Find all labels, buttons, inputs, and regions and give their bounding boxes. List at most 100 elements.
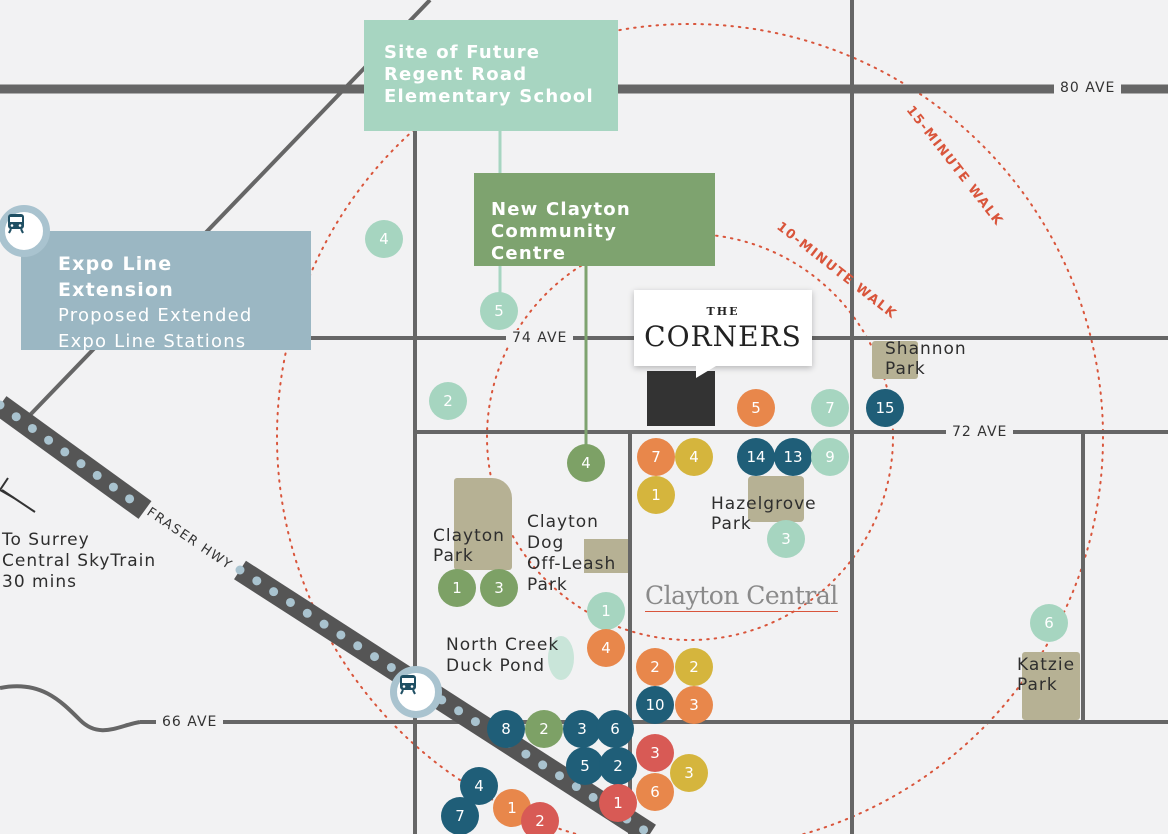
expo-line-box: Expo Line Extension Proposed Extended Ex… bbox=[21, 231, 311, 352]
brand-card-pointer bbox=[696, 366, 716, 378]
school-line-2: Regent Road bbox=[384, 64, 528, 85]
poi-marker[interactable]: 7 bbox=[637, 438, 675, 476]
katzie-park-area bbox=[1022, 652, 1080, 720]
poi-marker[interactable]: 4 bbox=[587, 629, 625, 667]
road-label-72-ave: 72 AVE bbox=[946, 424, 1014, 440]
expo-sub-1: Proposed Extended bbox=[58, 305, 253, 326]
poi-marker[interactable]: 4 bbox=[675, 438, 713, 476]
road-label-74-ave: 74 AVE bbox=[506, 330, 574, 346]
road-winding-west bbox=[0, 684, 141, 733]
community-centre-box: New Clayton Community Centre bbox=[474, 173, 715, 266]
poi-marker[interactable]: 4 bbox=[365, 220, 403, 258]
dog-park-line-2: Dog bbox=[527, 533, 565, 553]
poi-marker[interactable]: 6 bbox=[636, 773, 674, 811]
expo-station-marker-south[interactable] bbox=[390, 666, 442, 718]
poi-marker[interactable]: 10 bbox=[636, 686, 674, 724]
expo-sub-2: Expo Line Stations bbox=[58, 331, 247, 352]
road-label-66-ave: 66 AVE bbox=[156, 714, 224, 730]
duck-pond-line-2: Duck Pond bbox=[446, 656, 546, 676]
dog-park-area bbox=[584, 539, 628, 573]
clayton-park-label: Clayton Park bbox=[433, 526, 505, 566]
clayton-park-line-1: Clayton bbox=[433, 526, 505, 546]
expo-title: Expo Line Extension bbox=[58, 253, 174, 301]
fraser-hwy-north-segment bbox=[0, 396, 152, 519]
poi-marker[interactable]: 5 bbox=[480, 292, 518, 330]
poi-marker[interactable]: 1 bbox=[438, 569, 476, 607]
train-icon bbox=[8, 214, 24, 234]
skytrain-line-1: To Surrey bbox=[2, 530, 90, 550]
fifteen-minute-walk-label: 15-MINUTE WALK bbox=[903, 103, 1006, 229]
brand-the: THE bbox=[706, 305, 740, 318]
dog-park-label: Clayton Dog Off-Leash Park bbox=[527, 512, 616, 596]
katzie-line-2: Park bbox=[1017, 675, 1058, 695]
skytrain-line-2: Central SkyTrain bbox=[2, 551, 157, 571]
community-line-1: New Clayton bbox=[491, 199, 631, 220]
poi-marker[interactable]: 2 bbox=[599, 747, 637, 785]
poi-marker[interactable]: 3 bbox=[767, 520, 805, 558]
shannon-park-label: Shannon Park bbox=[885, 339, 967, 379]
the-corners-building bbox=[647, 371, 715, 426]
train-icon bbox=[400, 675, 416, 695]
poi-marker[interactable]: 8 bbox=[487, 710, 525, 748]
poi-marker[interactable]: 3 bbox=[675, 686, 713, 724]
clayton-park-line-2: Park bbox=[433, 546, 474, 566]
poi-marker[interactable]: 5 bbox=[737, 389, 775, 427]
poi-marker[interactable]: 1 bbox=[587, 592, 625, 630]
poi-marker[interactable]: 2 bbox=[636, 648, 674, 686]
skytrain-arrow-head bbox=[0, 477, 15, 499]
poi-marker[interactable]: 3 bbox=[480, 569, 518, 607]
dog-park-line-3: Off-Leash bbox=[527, 554, 617, 574]
road-label-80-ave: 80 AVE bbox=[1054, 80, 1122, 96]
brand-name: CORNERS bbox=[644, 320, 802, 353]
shannon-park-area bbox=[872, 341, 918, 379]
poi-marker[interactable]: 2 bbox=[521, 802, 559, 834]
poi-marker[interactable]: 3 bbox=[636, 734, 674, 772]
dog-park-line-4: Park bbox=[527, 575, 568, 595]
poi-marker[interactable]: 1 bbox=[599, 784, 637, 822]
school-line-1: Site of Future bbox=[384, 42, 541, 63]
clayton-central-text: Clayton Central bbox=[645, 581, 838, 610]
poi-marker[interactable]: 9 bbox=[811, 438, 849, 476]
hazelgrove-park-label: Hazelgrove Park bbox=[711, 494, 817, 534]
skytrain-dots-south bbox=[235, 565, 655, 834]
poi-marker[interactable]: 7 bbox=[441, 797, 479, 834]
poi-marker[interactable]: 6 bbox=[1030, 604, 1068, 642]
poi-marker[interactable]: 5 bbox=[566, 747, 604, 785]
ten-minute-walk-ring bbox=[486, 233, 894, 641]
poi-marker[interactable]: 13 bbox=[774, 438, 812, 476]
fifteen-minute-walk-ring bbox=[276, 23, 1104, 834]
duck-pond-label: North Creek Duck Pond bbox=[446, 635, 559, 677]
katzie-line-1: Katzie bbox=[1017, 655, 1076, 675]
duck-pond-line-1: North Creek bbox=[446, 635, 560, 655]
skytrain-line-3: 30 mins bbox=[2, 572, 77, 592]
skytrain-label: To Surrey Central SkyTrain 30 mins bbox=[2, 530, 156, 593]
poi-marker[interactable]: 15 bbox=[866, 389, 904, 427]
shannon-line-1: Shannon bbox=[885, 339, 967, 359]
hazelgrove-line-2: Park bbox=[711, 514, 752, 534]
poi-marker[interactable]: 1 bbox=[637, 476, 675, 514]
katzie-park-label: Katzie Park bbox=[1017, 655, 1075, 695]
expo-station-marker-west[interactable] bbox=[0, 205, 50, 257]
the-corners-logo-card: THE CORNERS bbox=[634, 290, 812, 378]
poi-marker[interactable]: 14 bbox=[737, 438, 775, 476]
clayton-park-area bbox=[454, 478, 512, 570]
shannon-line-2: Park bbox=[885, 359, 926, 379]
poi-marker[interactable]: 7 bbox=[811, 389, 849, 427]
fraser-hwy-label: FRASER HWY bbox=[144, 505, 235, 573]
community-line-2: Community Centre bbox=[491, 221, 618, 264]
poi-marker[interactable]: 3 bbox=[670, 754, 708, 792]
poi-marker[interactable]: 4 bbox=[567, 444, 605, 482]
duck-pond-water bbox=[548, 636, 574, 680]
school-site-box: Site of Future Regent Road Elementary Sc… bbox=[364, 20, 618, 131]
poi-marker[interactable]: 2 bbox=[429, 382, 467, 420]
school-line-3: Elementary School bbox=[384, 86, 594, 107]
poi-marker[interactable]: 3 bbox=[563, 710, 601, 748]
poi-marker[interactable]: 2 bbox=[675, 648, 713, 686]
clayton-central-label: Clayton Central bbox=[645, 581, 838, 612]
hazelgrove-line-1: Hazelgrove bbox=[711, 494, 817, 514]
hazelgrove-park-area bbox=[748, 476, 804, 522]
poi-marker[interactable]: 6 bbox=[596, 710, 634, 748]
poi-marker[interactable]: 2 bbox=[525, 710, 563, 748]
dog-park-line-1: Clayton bbox=[527, 512, 599, 532]
